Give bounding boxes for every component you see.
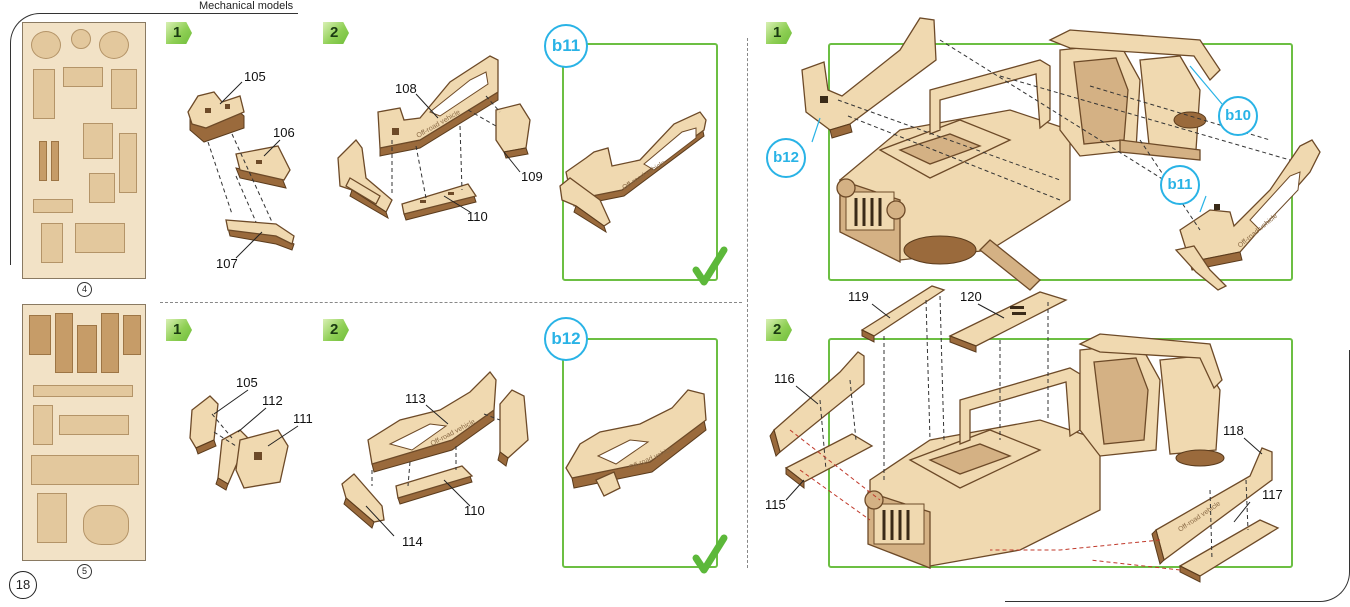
part-label-117: 117	[1262, 487, 1283, 502]
part-label-119: 119	[848, 289, 869, 304]
result-frame-b11	[562, 43, 718, 281]
b12-result-drawing: Off-road vehicle	[565, 389, 707, 497]
check-icon	[692, 246, 728, 286]
sheet-number-4: 4	[77, 282, 92, 297]
part-right-bracket-b12-drawing	[497, 389, 529, 467]
header-title: Mechanical models	[196, 0, 297, 12]
part-label-111: 111	[293, 411, 313, 426]
part-label-109: 109	[521, 169, 543, 184]
check-icon	[692, 534, 728, 574]
part-105-drawing	[187, 91, 245, 143]
step-badge: 2	[766, 319, 792, 341]
part-label-112: 112	[262, 393, 283, 408]
part-113-drawing: Off-road vehicle	[367, 371, 497, 473]
badge-b12: b12	[544, 317, 588, 361]
part-116-drawing	[769, 351, 865, 457]
part-114-drawing	[341, 473, 385, 529]
part-label-105b: 105	[236, 375, 258, 390]
badge-b12-small: b12	[766, 138, 806, 178]
step-badge: 1	[766, 22, 792, 44]
part-label-105: 105	[244, 69, 266, 84]
result-frame-b12	[562, 338, 718, 568]
part-label-110b: 110	[464, 503, 485, 518]
part-111-drawing	[235, 429, 289, 489]
vehicle-step1-right-bracket: Off-road vehicle	[1174, 139, 1321, 291]
part-108-drawing: Off-road vehicle	[377, 55, 499, 157]
part-label-116: 116	[774, 371, 795, 386]
page-number: 18	[9, 571, 37, 599]
part-label-110: 110	[467, 209, 488, 224]
wood-sheet-5	[22, 304, 146, 561]
part-109-drawing	[495, 103, 531, 159]
part-label-107: 107	[216, 256, 238, 271]
vehicle-step1-left-bracket	[801, 17, 937, 139]
section-divider-horizontal	[160, 302, 742, 303]
step-badge: 1	[166, 319, 192, 341]
part-label-113: 113	[405, 391, 426, 406]
part-left-bracket-drawing	[337, 139, 393, 220]
part-label-120: 120	[960, 289, 982, 304]
part-label-115: 115	[765, 497, 786, 512]
step-badge: 2	[323, 319, 349, 341]
step-badge: 2	[323, 22, 349, 44]
badge-b10: b10	[1218, 96, 1258, 136]
part-106-drawing	[235, 145, 291, 189]
vehicle-step2-drawing	[864, 333, 1225, 569]
header-rule	[150, 13, 298, 14]
vehicle-step1-drawing	[836, 29, 1221, 291]
part-label-114: 114	[402, 534, 423, 549]
part-110b-drawing	[395, 465, 474, 505]
sheet-number-5: 5	[77, 564, 92, 579]
part-115-drawing	[784, 433, 874, 490]
part-107-drawing	[225, 219, 295, 251]
part-119-drawing	[860, 285, 946, 343]
part-105b-drawing	[189, 395, 219, 455]
section-divider-vertical	[747, 38, 748, 568]
step-badge: 1	[166, 22, 192, 44]
wood-sheet-4	[22, 22, 146, 279]
page-corner-top-left	[10, 13, 150, 265]
part-label-106: 106	[273, 125, 295, 140]
badge-b11: b11	[544, 24, 588, 68]
badge-b11-small: b11	[1160, 165, 1200, 205]
b11-result-drawing: Off-road vehicle	[559, 111, 707, 234]
part-label-108: 108	[395, 81, 417, 96]
part-120-drawing	[948, 291, 1068, 353]
part-label-118: 118	[1223, 423, 1244, 438]
part-110-drawing	[401, 183, 478, 221]
leader-lines	[213, 81, 1263, 537]
